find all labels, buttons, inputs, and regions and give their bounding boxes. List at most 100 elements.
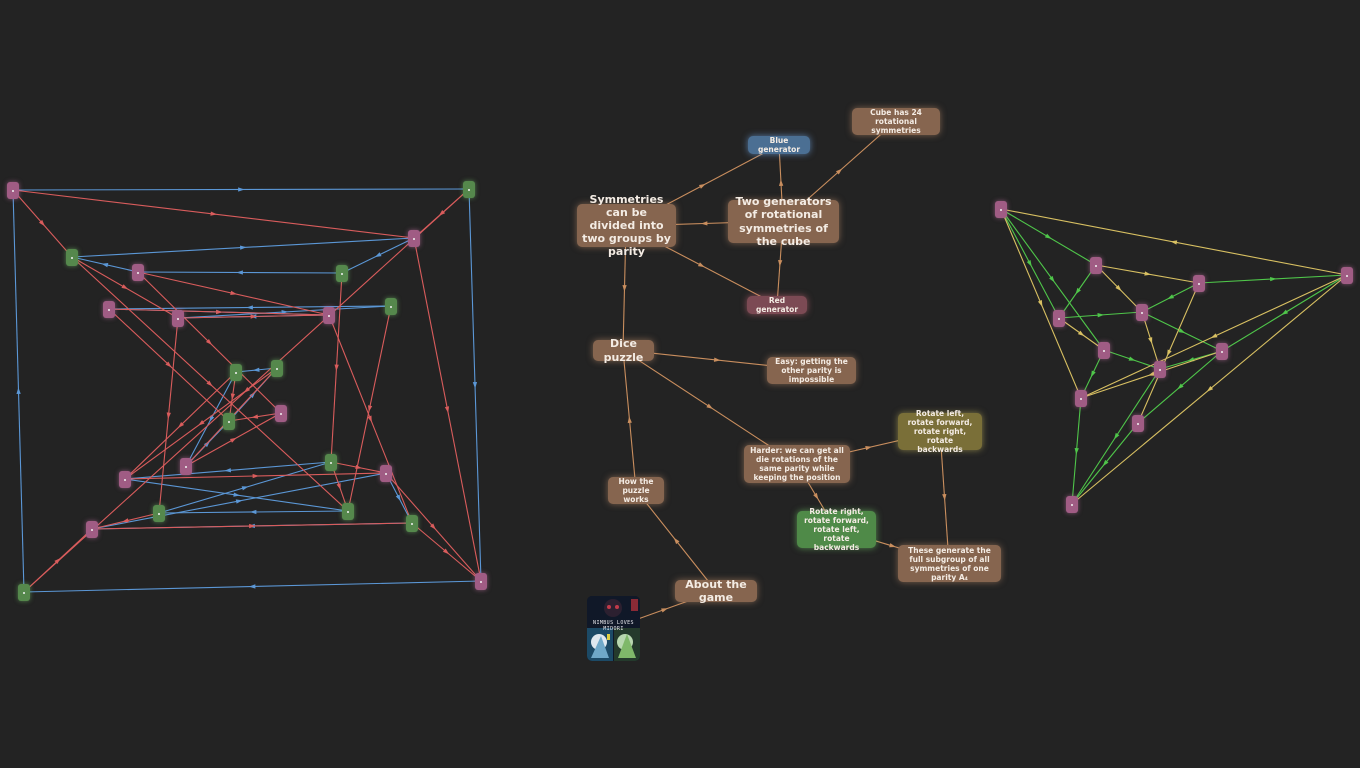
card-about-the-game[interactable]: About the game <box>675 578 757 604</box>
left-graph-edge-arrowhead <box>249 523 256 529</box>
left-graph-node-l13[interactable] <box>275 405 287 422</box>
left-graph-edge-arrowhead <box>235 499 243 504</box>
mindmap-connector-arrowhead <box>889 543 896 548</box>
right-graph-edge-arrowhead <box>1270 277 1277 282</box>
right-graph-node-r4[interactable] <box>1053 310 1065 327</box>
right-graph-edge-arrowhead <box>1177 383 1184 390</box>
card-how-puzzle-works[interactable]: How the puzzle works <box>608 477 664 504</box>
left-graph-node-l22[interactable] <box>406 515 418 532</box>
left-graph-edge-arrowhead <box>334 364 339 372</box>
right-graph-edge-arrowhead <box>1210 333 1218 339</box>
left-graph-edge-arrowhead <box>472 382 478 389</box>
right-graph-node-r7[interactable] <box>1216 343 1228 360</box>
left-graph-edge-arrowhead <box>429 523 436 530</box>
left-graph-node-l21[interactable] <box>86 521 98 538</box>
left-graph-node-l3[interactable] <box>408 230 420 247</box>
left-graph-edge-arrowhead <box>246 305 253 310</box>
card-rotate-left-sequence[interactable]: Rotate left, rotate forward, rotate righ… <box>898 409 982 454</box>
left-graph-edge-arrowhead <box>233 492 241 497</box>
left-graph-edge-arrowhead <box>442 548 450 555</box>
right-graph-node-r2[interactable] <box>1090 257 1102 274</box>
left-graph-edge-arrowhead <box>238 187 245 192</box>
right-graph-node-r1[interactable] <box>995 201 1007 218</box>
card-harder-same-parity[interactable]: Harder: we can get all die rotations of … <box>744 445 850 483</box>
right-graph-node-r5[interactable] <box>1136 304 1148 321</box>
left-graph-edge-arrowhead <box>121 284 129 290</box>
left-graph-edge-arrowhead <box>198 420 205 426</box>
card-red-generator[interactable]: Red generator <box>747 296 807 314</box>
mindmap-connector-arrowhead <box>700 221 708 226</box>
left-graph-node-l2[interactable] <box>463 181 475 198</box>
left-graph-edge-arrowhead <box>250 314 258 319</box>
left-graph-node-l14[interactable] <box>223 413 235 430</box>
left-graph-node-l9[interactable] <box>172 310 184 327</box>
left-graph-node-l23[interactable] <box>18 584 30 601</box>
mindmap-connector-arrowhead <box>865 446 873 451</box>
left-graph-edge-arrowhead <box>54 558 61 565</box>
left-graph-node-l5[interactable] <box>132 264 144 281</box>
left-graph-edge-arrowhead <box>177 421 185 428</box>
right-graph-edge-arrowhead <box>1097 313 1105 318</box>
mindmap-connector-arrowhead <box>673 537 680 545</box>
left-graph-node-l4[interactable] <box>66 249 78 266</box>
mindmap-connector-arrowhead <box>813 492 819 500</box>
right-graph-node-r6[interactable] <box>1098 342 1110 359</box>
mindmap-connector-arrowhead <box>627 416 632 424</box>
right-graph-edge-arrowhead <box>1114 432 1120 440</box>
right-graph-edge-arrowhead <box>1049 275 1055 283</box>
left-graph-node-l10[interactable] <box>323 307 335 324</box>
left-graph-node-l24[interactable] <box>475 573 487 590</box>
left-graph-node-l18[interactable] <box>380 465 392 482</box>
card-cube-24-symmetries[interactable]: Cube has 24 rotational symmetries <box>852 108 940 135</box>
left-graph-edge-arrowhead <box>444 406 450 414</box>
left-graph-node-l12[interactable] <box>230 364 242 381</box>
card-easy-parity[interactable]: Easy: getting the other parity is imposs… <box>767 357 856 384</box>
right-graph-edge-arrowhead <box>1026 259 1032 267</box>
right-graph-edge-arrowhead <box>1170 240 1178 245</box>
left-graph-node-l11[interactable] <box>271 360 283 377</box>
mindmap-connector-arrowhead <box>706 403 714 409</box>
game-thumbnail-image[interactable]: NIMBUS LOVES MIDORI <box>587 596 640 661</box>
left-graph-node-l15[interactable] <box>180 458 192 475</box>
card-symmetries-parity[interactable]: Symmetries can be divided into two group… <box>577 193 676 258</box>
left-graph-edge-arrowhead <box>210 211 218 216</box>
left-graph-edge-arrowhead <box>230 290 238 295</box>
left-graph-node-l8[interactable] <box>385 298 397 315</box>
left-graph-edge-arrowhead <box>230 393 236 401</box>
right-graph-edge-arrowhead <box>1144 271 1152 276</box>
right-graph-edge-arrowhead <box>1077 330 1085 337</box>
right-graph-node-r9[interactable] <box>1075 390 1087 407</box>
right-graph-node-r11[interactable] <box>1066 496 1078 513</box>
left-graph-node-l16[interactable] <box>325 454 337 471</box>
left-graph-node-l1[interactable] <box>7 182 19 199</box>
left-graph-edge-arrowhead <box>229 437 237 443</box>
left-graph-edge-arrowhead <box>121 518 129 523</box>
card-rotate-right-sequence[interactable]: Rotate right, rotate forward, rotate lef… <box>797 507 876 552</box>
card-two-generators[interactable]: Two generators of rotational symmetries … <box>728 195 839 248</box>
mindmap-connector-arrowhead <box>661 608 668 613</box>
right-graph-node-r8[interactable] <box>1154 361 1166 378</box>
right-graph-node-r12[interactable] <box>1341 267 1353 284</box>
right-graph-edge-arrowhead <box>1075 287 1081 295</box>
right-graph-node-r10[interactable] <box>1132 415 1144 432</box>
left-graph-node-l19[interactable] <box>153 505 165 522</box>
right-graph-edge-arrowhead <box>1115 284 1122 292</box>
left-graph-node-l20[interactable] <box>342 503 354 520</box>
left-graph-edge-arrowhead <box>395 494 401 502</box>
right-graph-edge-arrowhead <box>1167 294 1175 300</box>
left-graph-node-l6[interactable] <box>336 265 348 282</box>
thumbnail-title: NIMBUS LOVES MIDORI <box>593 620 634 632</box>
left-graph-edge-arrowhead <box>206 380 213 387</box>
left-graph-edge-arrowhead <box>241 486 249 491</box>
card-blue-generator[interactable]: Blue generator <box>748 136 810 154</box>
right-graph-edge-arrowhead <box>1074 447 1079 455</box>
right-graph-node-r3[interactable] <box>1193 275 1205 292</box>
card-dice-puzzle[interactable]: Dice puzzle <box>593 337 654 364</box>
left-graph-node-l7[interactable] <box>103 301 115 318</box>
left-graph-edge-arrowhead <box>224 468 232 473</box>
card-generate-subgroup[interactable]: These generate the full subgroup of all … <box>898 545 1001 582</box>
right-graph-edge-arrowhead <box>1090 370 1096 378</box>
right-graph-edge-arrowhead <box>1281 309 1289 315</box>
left-graph-node-l17[interactable] <box>119 471 131 488</box>
